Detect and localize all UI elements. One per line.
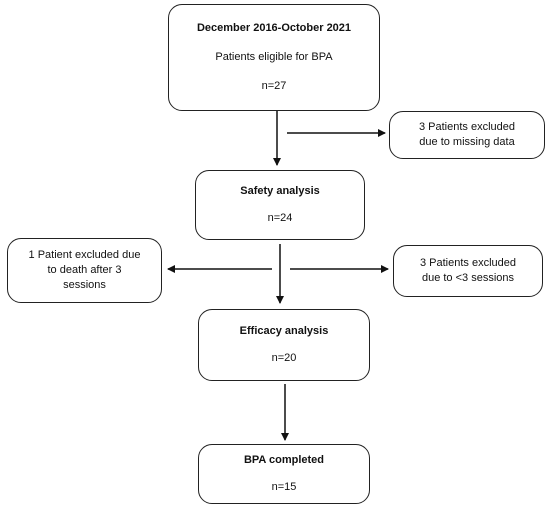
box-excluded-missing-line1: 3 Patients excluded	[418, 121, 515, 134]
box-excluded-sessions-line2: due to <3 sessions	[421, 272, 515, 284]
box-safety-count: n=24	[267, 212, 293, 224]
box-excluded-death-line3: sessions	[63, 278, 106, 291]
box-efficacy-count: n=20	[271, 352, 297, 364]
box-safety-analysis: Safety analysis n=24	[195, 170, 365, 240]
box-completed-title: BPA completed	[243, 454, 325, 467]
box-excluded-missing-data: 3 Patients excluded due to missing data	[389, 111, 545, 159]
box-completed-count: n=15	[271, 481, 297, 493]
box-excluded-sessions: 3 Patients excluded due to <3 sessions	[393, 245, 543, 297]
box-eligible-subtitle: Patients eligible for BPA	[215, 51, 333, 64]
box-eligible-count: n=27	[261, 79, 287, 92]
box-eligible-title: December 2016-October 2021	[196, 22, 352, 35]
box-excluded-sessions-line1: 3 Patients excluded	[419, 257, 516, 270]
box-bpa-completed: BPA completed n=15	[198, 444, 370, 504]
box-efficacy-title: Efficacy analysis	[239, 325, 329, 338]
box-efficacy-analysis: Efficacy analysis n=20	[198, 309, 370, 381]
box-excluded-death: 1 Patient excluded due to death after 3 …	[7, 238, 162, 303]
box-excluded-death-line2: to death after 3	[47, 264, 122, 277]
box-excluded-death-line1: 1 Patient excluded due	[28, 249, 141, 262]
box-safety-title: Safety analysis	[240, 185, 320, 198]
box-patients-eligible: December 2016-October 2021 Patients elig…	[168, 4, 380, 111]
box-excluded-missing-line2: due to missing data	[419, 136, 515, 148]
